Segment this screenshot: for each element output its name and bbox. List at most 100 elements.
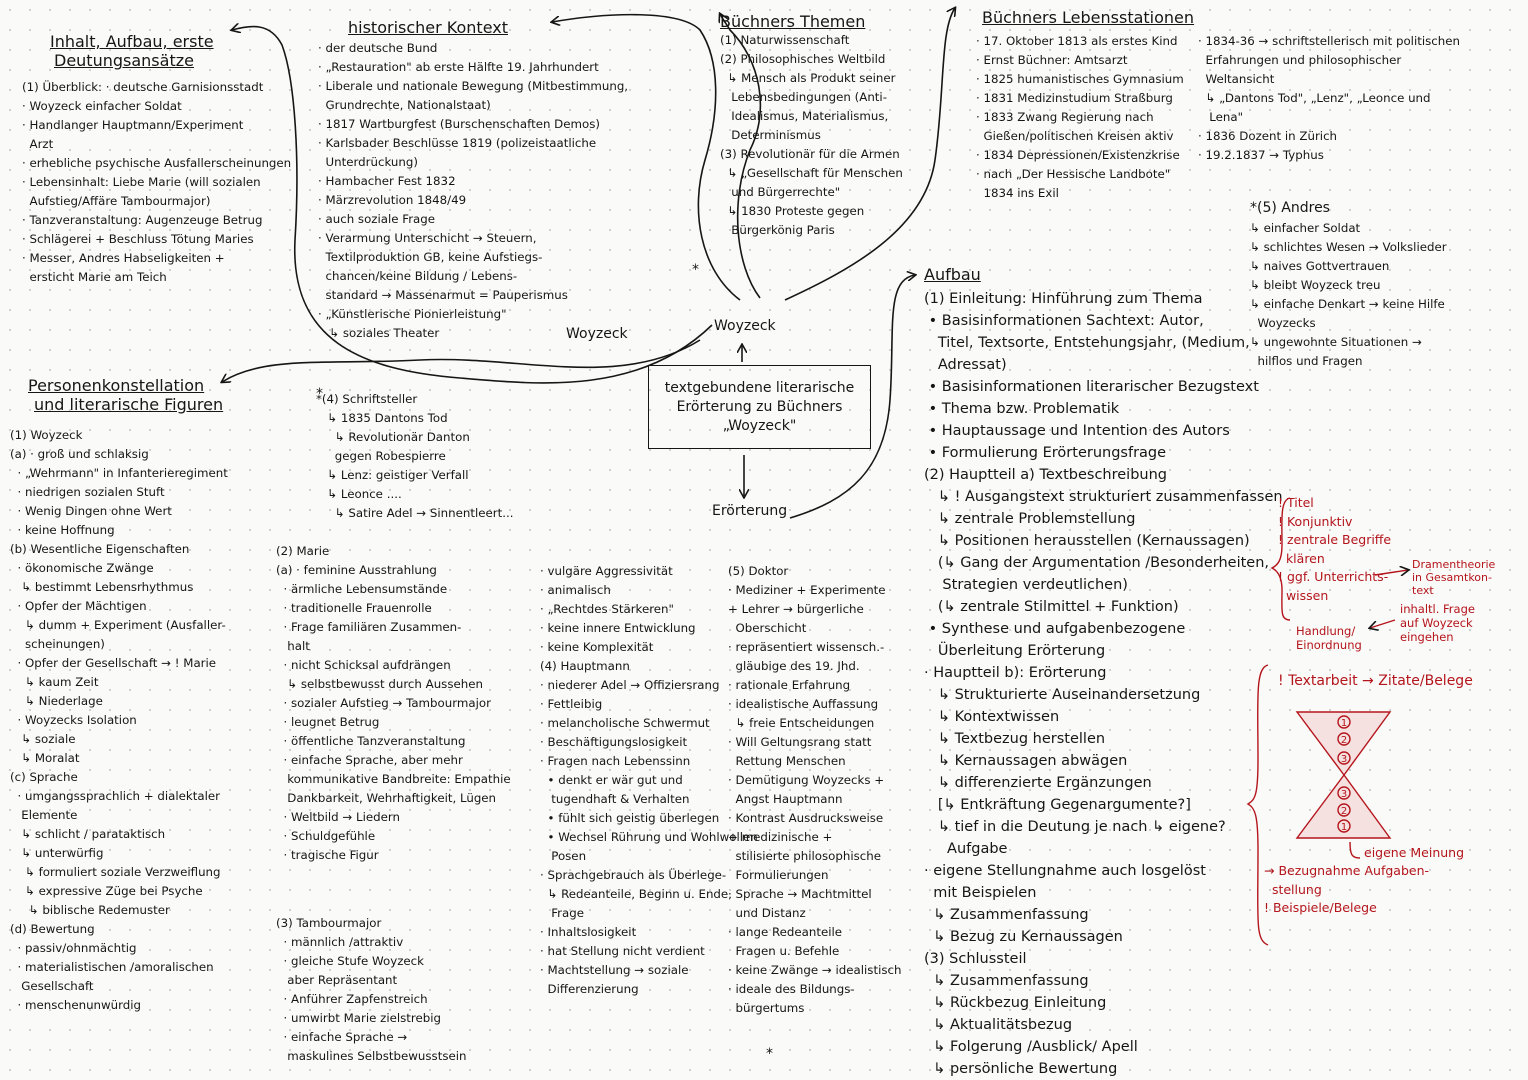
- center-topic-box: textgebundene literarische Erörterung zu…: [648, 365, 871, 449]
- doktor-line: und Distanz: [728, 906, 806, 920]
- hauptmann-line: • denkt er wär gut und: [540, 773, 683, 787]
- red-notes-bottom: → Bezugnahme Aufgaben- stellung! Beispie…: [1264, 862, 1429, 918]
- doktor-line: · Demütigung Woyzecks +: [728, 773, 885, 787]
- eigene-meinung-note: eigene Meinung: [1364, 845, 1465, 860]
- aufbau-line: ↳ Bezug zu Kernaussagen: [924, 929, 1123, 945]
- kontext-line: · Hambacher Fest 1832: [318, 174, 456, 188]
- woyzeck-line: · niedrigen sozialen Stuft: [10, 485, 165, 499]
- kontext-line: Unterdrückung): [318, 155, 418, 169]
- lebensstation-line: · 17. Oktober 1813 als erstes Kind: [976, 34, 1178, 48]
- personen-heading: Personenkonstellation: [28, 376, 205, 395]
- hauptmann-line: ↳ Redeanteile, Beginn u. Ende,: [540, 887, 732, 901]
- aufbau-line: ↳ Aktualitätsbezug: [924, 1017, 1073, 1033]
- red-arrow-meinung: [1349, 841, 1361, 859]
- kontext-line: · auch soziale Frage: [318, 212, 436, 226]
- woyzeck-line: ↳ expressive Züge bei Psyche: [10, 884, 203, 898]
- personen-lines: (1) Woyzeck(a) · groß und schlaksig · „W…: [10, 426, 228, 1015]
- hauptmann-line: · vulgäre Aggressivität: [540, 564, 673, 578]
- inhalt-line: Arzt: [22, 137, 54, 151]
- inhalt-line: · Woyzeck einfacher Soldat: [22, 99, 182, 113]
- aufbau-line: ↳ ! Ausgangstext strukturiert zusammenfa…: [924, 489, 1283, 505]
- section-marie: (2) Marie(a) · feminine Ausstrahlung · ä…: [276, 542, 511, 865]
- themen-line: ↳ Mensch als Produkt seiner: [720, 71, 896, 85]
- andres-line: ↳ ungewohnte Situationen →: [1250, 334, 1422, 349]
- red-note-line: Handlung/: [1296, 624, 1356, 638]
- kontext-line: · Karlsbader Beschlüsse 1819 (polizeista…: [318, 136, 597, 150]
- doktor-line: · Kontrast Ausdrucksweise: [728, 811, 884, 825]
- red-note-line: wissen: [1278, 587, 1329, 603]
- schriftsteller-line: gegen Robespierre: [316, 449, 446, 463]
- red-note-line: ! zentrale Begriffe: [1278, 532, 1392, 547]
- themen-lines: (1) Naturwissenschaft(2) Philosophisches…: [720, 31, 903, 240]
- doktor-line: · Mediziner + Experimente: [728, 583, 886, 597]
- kontext-heading: historischer Kontext: [348, 18, 508, 37]
- hauptmann-line: · animalisch: [540, 583, 611, 597]
- woyzeck-line: · Wenig Dingen ohne Wert: [10, 504, 172, 518]
- lebensstation-line: · 1833 Zwang Regierung nach: [976, 110, 1154, 124]
- aufbau-line: ↳ Strukturierte Auseinandersetzung: [924, 687, 1201, 703]
- center-box-line: „Woyzeck": [722, 417, 797, 434]
- doktor-line: · Will Geltungsrang statt: [728, 735, 872, 749]
- marie-line: kommunikative Bandbreite: Empathie: [276, 772, 511, 786]
- andres-lines: ↳ einfacher Soldat↳ schlichtes Wesen → V…: [1250, 219, 1447, 371]
- hauptmann-line: • Wechsel Rührung und Wohlwollen: [540, 830, 758, 844]
- section-hauptmann: · vulgäre Aggressivität· animalisch· „Re…: [540, 562, 758, 999]
- woyzeck-line: ↳ Moralat: [10, 751, 80, 765]
- andres-line: ↳ naives Gottvertrauen: [1250, 258, 1390, 273]
- woyzeck-line: ↳ schlicht / parataktisch: [10, 827, 166, 841]
- doktor-line: · Sprache → Machtmittel: [728, 887, 872, 901]
- aufbau-line: • Formulierung Erörterungsfrage: [924, 445, 1167, 461]
- marie-line: Dankbarkeit, Wehrhaftigkeit, Lügen: [276, 791, 497, 805]
- inhalt-line: Aufstieg/Affäre Tambourmajor): [22, 194, 211, 208]
- arrow-to-lebensstationen: [784, 8, 955, 301]
- themen-line: Determinismus: [720, 128, 821, 142]
- aufbau-line: · eigene Stellungnahme auch losgelöst: [924, 863, 1206, 879]
- center-woyzeck-label: Woyzeck: [714, 318, 776, 334]
- kontext-line: · „Künstlerische Pionierleistung": [318, 307, 507, 321]
- aufbau-line: (3) Schlussteil: [924, 951, 1027, 967]
- hourglass-top: [1295, 711, 1392, 777]
- andres-line: ↳ einfache Denkart → keine Hilfe: [1250, 296, 1445, 311]
- star-marker: *: [692, 262, 699, 278]
- schriftsteller-line: ↳ Satire Adel → Sinnentleert...: [316, 506, 514, 520]
- woyzeck-line: (1) Woyzeck: [10, 428, 83, 442]
- hauptmann-line: Posen: [540, 849, 587, 863]
- aufbau-line: ↳ Rückbezug Einleitung: [924, 995, 1107, 1011]
- lebensstation-line: Weltansicht: [1198, 72, 1275, 86]
- center-box-line: textgebundene literarische: [664, 379, 855, 396]
- lebensstation-line: · 1834-36 → schriftstellerisch mit polit…: [1198, 34, 1460, 48]
- hauptmann-line: tugendhaft & Verhalten: [540, 792, 690, 806]
- hourglass-num: 2: [1341, 806, 1347, 817]
- marie-line: (2) Marie: [276, 544, 330, 558]
- aufbau-line: • Synthese und aufgabenbezogene: [924, 621, 1186, 637]
- red-notes-textarbeit: ! Textarbeit → Zitate/Belege: [1278, 672, 1473, 691]
- marie-line: · öffentliche Tanzveranstaltung: [276, 734, 466, 748]
- hourglass-num: 3: [1341, 789, 1347, 800]
- hourglass-num: 1: [1341, 822, 1347, 833]
- aufbau-line: ↳ Textbezug herstellen: [924, 731, 1106, 747]
- woyzeck-line: · Opfer der Gesellschaft → ! Marie: [10, 656, 217, 670]
- red-brace-bottom: [1246, 664, 1269, 946]
- kontext-line: · Liberale und nationale Bewegung (Mitbe…: [318, 79, 629, 93]
- woyzeck-line: · menschenunwürdig: [10, 998, 142, 1012]
- aufbau-line: (↳ zentrale Stilmittel + Funktion): [924, 599, 1179, 615]
- woyzeck-line: (c) Sprache: [10, 770, 78, 784]
- tambourmajor-line: · einfache Sprache →: [276, 1030, 408, 1044]
- kontext-line: · 1817 Wartburgfest (Burschenschaften De…: [318, 117, 600, 131]
- doktor-line: Fragen u. Befehle: [728, 944, 840, 958]
- inhalt-heading: Deutungsansätze: [54, 51, 194, 70]
- themen-line: (1) Naturwissenschaft: [720, 33, 850, 47]
- section-personen: Personenkonstellation und literarische F…: [28, 376, 223, 416]
- schriftsteller-line: *(4) Schriftsteller: [316, 392, 418, 406]
- section-themen: Büchners Themen (1) Naturwissenschaft(2)…: [720, 12, 903, 240]
- aufbau-line: Strategien verdeutlichen): [924, 577, 1128, 593]
- section-inhalt: Inhalt, Aufbau, erste Deutungsansätze (1…: [22, 32, 291, 287]
- lebensstation-line: Lena": [1198, 110, 1244, 124]
- inhalt-line: · erhebliche psychische Ausfallerscheinu…: [22, 156, 292, 170]
- woyzeck-line: (a) · groß und schlaksig: [10, 447, 149, 461]
- red-arrow-dramentheorie: [1374, 570, 1408, 575]
- kontext-lines: · der deutsche Bund· „Restauration" ab e…: [318, 39, 628, 343]
- lebensstation-line: · 1831 Medizinstudium Straßburg: [976, 91, 1173, 105]
